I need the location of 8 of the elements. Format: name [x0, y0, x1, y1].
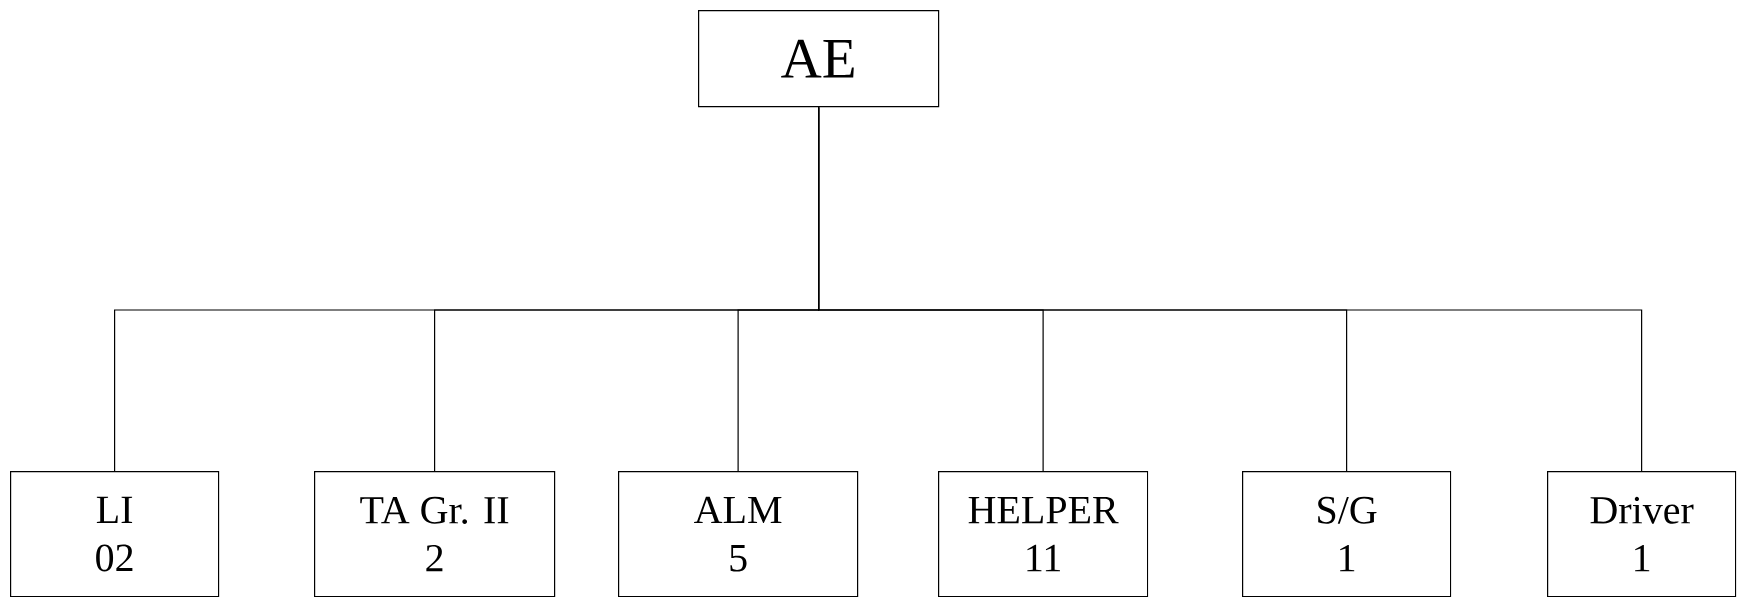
org-box: Driver 1	[1547, 471, 1737, 597]
org-box: ALM 5	[618, 471, 859, 597]
connector-line	[818, 106, 1643, 472]
org-box: LI 02	[10, 471, 220, 597]
org-box: AE	[698, 10, 940, 108]
org-box: S/G 1	[1242, 471, 1452, 597]
org-box: TA Gr. II 2	[314, 471, 556, 597]
org-box: HELPER 11	[938, 471, 1149, 597]
